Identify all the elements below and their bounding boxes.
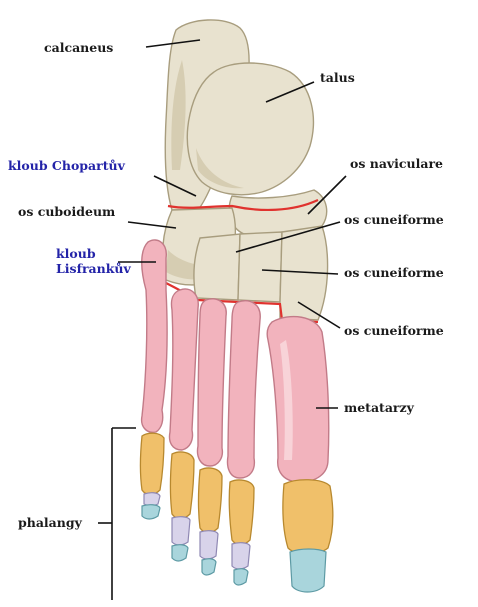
label-cuneiforme-2: os cuneiforme xyxy=(344,265,444,280)
label-lisfranc-joint-line1: kloub xyxy=(56,246,96,261)
label-chopart-joint: kloub Chopartův xyxy=(8,158,126,173)
label-metatarzy: metatarzy xyxy=(344,400,415,415)
label-naviculare: os naviculare xyxy=(350,156,443,171)
label-lisfranc-joint-line2: Lisfrankův xyxy=(56,261,131,276)
label-cuneiforme-3: os cuneiforme xyxy=(344,323,444,338)
label-cuneiforme-1: os cuneiforme xyxy=(344,212,444,227)
label-phalangy: phalangy xyxy=(18,515,83,530)
label-cuboideum: os cuboideum xyxy=(18,204,115,219)
talus-bone xyxy=(187,63,313,195)
label-talus: talus xyxy=(320,70,355,85)
label-calcaneus: calcaneus xyxy=(44,40,113,55)
